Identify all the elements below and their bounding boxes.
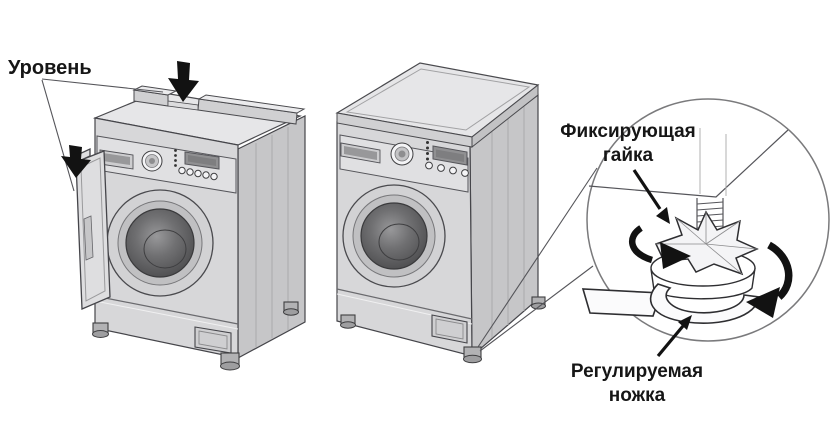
washing-machine-middle: [335, 62, 546, 364]
door-handle: [83, 215, 94, 261]
level-annotation: Уровень: [8, 57, 199, 192]
down-arrow-side-icon: [61, 145, 91, 178]
panel-button[interactable]: [178, 166, 186, 175]
wrench-handle: [581, 288, 663, 317]
middle-machine-control-panel: [339, 134, 469, 193]
level-leader-line-top: [41, 78, 164, 93]
left-machine-porthole: [106, 189, 214, 297]
middle-machine-porthole: [342, 184, 446, 288]
down-arrow-top-icon: [168, 61, 199, 102]
washing-machine-left: [75, 85, 306, 371]
panel-button[interactable]: [425, 161, 433, 170]
rotation-arrows: [629, 225, 793, 318]
fixing-nut-label-line2: гайка: [603, 145, 654, 166]
fixing-nut-label-line1: Фиксирующая: [560, 121, 695, 142]
panel-button[interactable]: [210, 172, 218, 181]
panel-button[interactable]: [437, 164, 445, 172]
level-leader-line-side: [41, 79, 75, 192]
machine-corner-edge: [588, 129, 789, 198]
callout-leader-upper: [477, 167, 598, 348]
panel-button[interactable]: [449, 166, 457, 175]
rotate-right-arrow-icon: [766, 241, 793, 300]
panel-button[interactable]: [461, 169, 469, 177]
lid-notch: [167, 100, 199, 111]
left-machine-feet: [92, 301, 299, 371]
adjustable-foot-label-line2: ножка: [609, 385, 666, 406]
middle-machine-feet: [340, 296, 546, 364]
middle-machine-service-hatch: [431, 314, 468, 344]
adjustable-foot-label-line1: Регулируемая: [571, 361, 703, 382]
panel-button[interactable]: [186, 168, 194, 176]
level-label: Уровень: [8, 57, 92, 79]
left-machine-open-door[interactable]: [75, 147, 111, 310]
panel-button[interactable]: [202, 171, 210, 179]
adjustable-foot-pointer-arrow-icon: [656, 324, 685, 358]
callout-leader-lower: [479, 265, 594, 352]
panel-button[interactable]: [194, 169, 202, 178]
foot-detail-callout: Фиксирующая гайка Регулируемая ножка: [477, 98, 830, 406]
fixing-nut-pointer-arrow-icon: [632, 169, 662, 210]
wrench[interactable]: [581, 283, 760, 324]
rotate-left-arrow-icon: [629, 225, 654, 264]
left-machine-control-panel: [96, 135, 237, 194]
